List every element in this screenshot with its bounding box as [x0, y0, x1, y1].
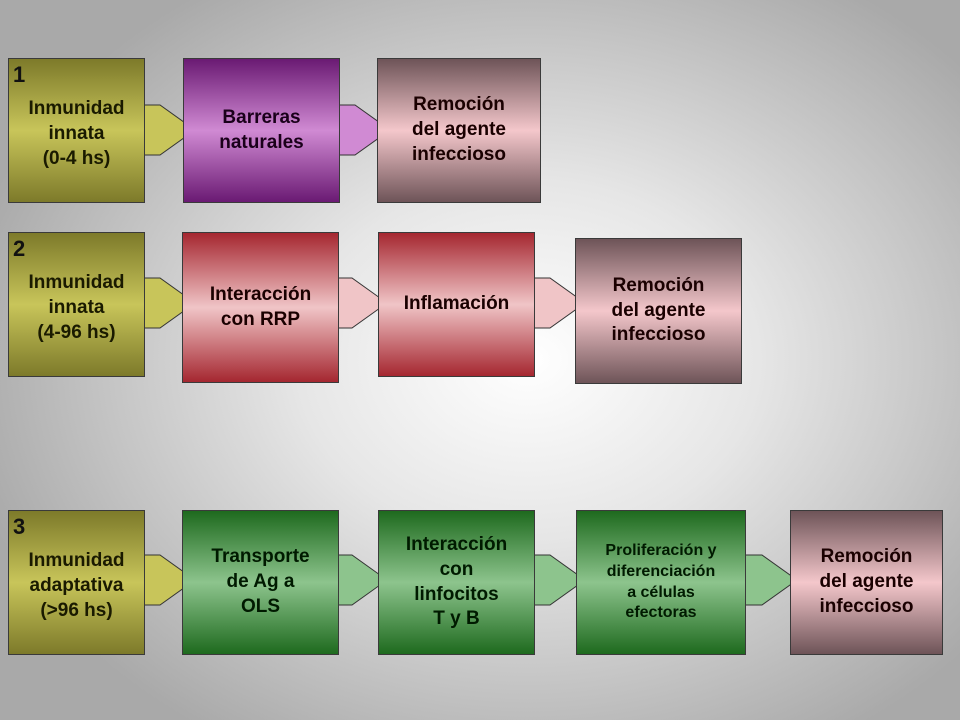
row2-step3-line2: del agente	[611, 299, 706, 321]
row2-start-line3: (4-96 hs)	[37, 321, 116, 343]
row3-start-line1: Inmunidad	[28, 550, 125, 572]
row3-step1-box: Transporte de Ag a OLS	[182, 510, 339, 655]
row1-step2-line1: Remoción	[413, 94, 505, 116]
row3-step1-line1: Transporte	[211, 546, 310, 568]
row3-step2-line4: T y B	[433, 608, 480, 630]
row1-step2-line2: del agente	[412, 119, 506, 141]
row3-step3-line2: diferenciación	[606, 562, 716, 580]
arrow-3-4	[741, 554, 798, 606]
row2-step3-line1: Remoción	[612, 274, 705, 296]
row1-start-line2: innata	[48, 123, 105, 145]
row1-start-line1: Inmunidad	[28, 98, 125, 120]
row1-start-line3: (0-4 hs)	[42, 147, 111, 169]
row2-number: 2	[13, 236, 26, 261]
row3-step4-box: Remoción del agente infeccioso	[790, 510, 943, 655]
row3-step4-line1: Remoción	[820, 546, 913, 568]
row3-step2-line3: linfocitos	[414, 583, 499, 605]
row3-step3-line1: Proliferación y	[605, 541, 717, 559]
row2-start-line2: innata	[48, 297, 105, 319]
row2-step3-line3: infeccioso	[611, 324, 706, 346]
row3-step3-box: Proliferación y diferenciación a células…	[576, 510, 746, 655]
row3-start-line2: adaptativa	[29, 575, 124, 597]
row1-step1-line2: naturales	[219, 131, 304, 153]
row3-step3-line4: efectoras	[625, 604, 697, 622]
row1-step1-line1: Barreras	[222, 106, 301, 128]
row1-start-box: 1 Inmunidad innata (0-4 hs)	[8, 58, 145, 203]
row2-step2-line1: Inflamación	[403, 293, 510, 315]
row1-step2-line3: infeccioso	[412, 143, 506, 165]
row3-step4-line2: del agente	[819, 571, 914, 593]
row3-step4-line3: infeccioso	[819, 595, 914, 617]
row2-step1-line1: Interacción	[209, 283, 312, 305]
row3-step3-line3: a células	[627, 583, 695, 601]
row2-step3-box: Remoción del agente infeccioso	[575, 238, 742, 384]
row2-start-box: 2 Inmunidad innata (4-96 hs)	[8, 232, 145, 377]
row2-step1-line2: con RRP	[220, 308, 301, 330]
row2-step2-box: Inflamación	[378, 232, 535, 377]
row1-number: 1	[13, 62, 26, 87]
row3-step1-line3: OLS	[240, 595, 281, 617]
row2-step1-box: Interacción con RRP	[182, 232, 339, 383]
row1-step1-box: Barreras naturales	[183, 58, 340, 203]
row3-step2-line1: Interacción	[405, 534, 508, 556]
row3-step2-box: Interacción con linfocitos T y B	[378, 510, 535, 655]
row3-step2-line2: con	[439, 558, 474, 580]
row2-start-line1: Inmunidad	[28, 272, 125, 294]
row3-step1-line2: de Ag a	[226, 571, 295, 593]
row3-start-box: 3 Inmunidad adaptativa (>96 hs)	[8, 510, 145, 655]
row1-step2-box: Remoción del agente infeccioso	[377, 58, 541, 203]
row3-number: 3	[13, 514, 26, 539]
row3-start-line3: (>96 hs)	[40, 599, 113, 621]
